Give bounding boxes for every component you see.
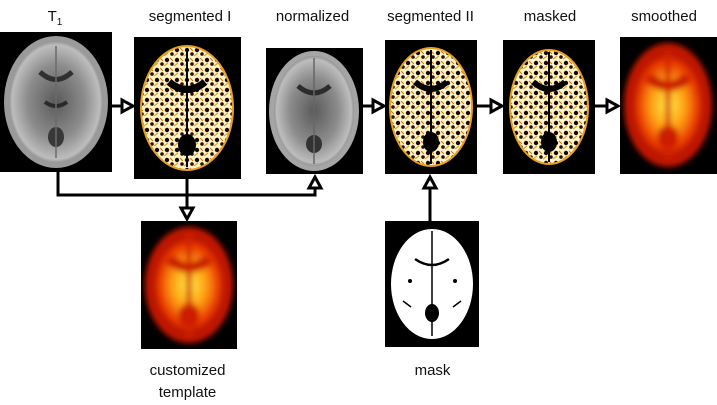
customized-template-image	[141, 221, 237, 349]
label-t1-subscript: 1	[56, 17, 63, 28]
label-segmented-1: segmented I	[148, 8, 232, 25]
label-t1-main: T	[47, 8, 57, 25]
t1-image	[0, 32, 112, 172]
arrow-normalized-to-segmented-2	[363, 97, 388, 115]
arrow-to-customized-template	[178, 195, 196, 223]
label-smoothed: smoothed	[631, 8, 697, 25]
normalized-image	[266, 48, 363, 174]
smoothed-image	[620, 37, 717, 174]
label-customized-template: customized template	[149, 362, 226, 401]
label-t1: T1	[30, 6, 80, 34]
mask-image	[385, 221, 479, 347]
label-normalized: normalized	[275, 8, 350, 25]
arrow-head-normalized	[306, 173, 324, 190]
masked-image	[503, 40, 595, 174]
arrow-masked-to-smoothed	[595, 97, 622, 115]
label-segmented-2: segmented II	[387, 8, 474, 25]
label-mask: mask	[414, 362, 451, 379]
arrow-mask-to-segmented-2	[421, 173, 439, 221]
segmented-1-image	[134, 37, 241, 179]
arrow-t1-to-segmented-1	[112, 97, 137, 115]
segmented-2-image	[385, 40, 477, 174]
label-masked: masked	[523, 8, 577, 25]
arrow-segmented-2-to-masked	[477, 97, 506, 115]
